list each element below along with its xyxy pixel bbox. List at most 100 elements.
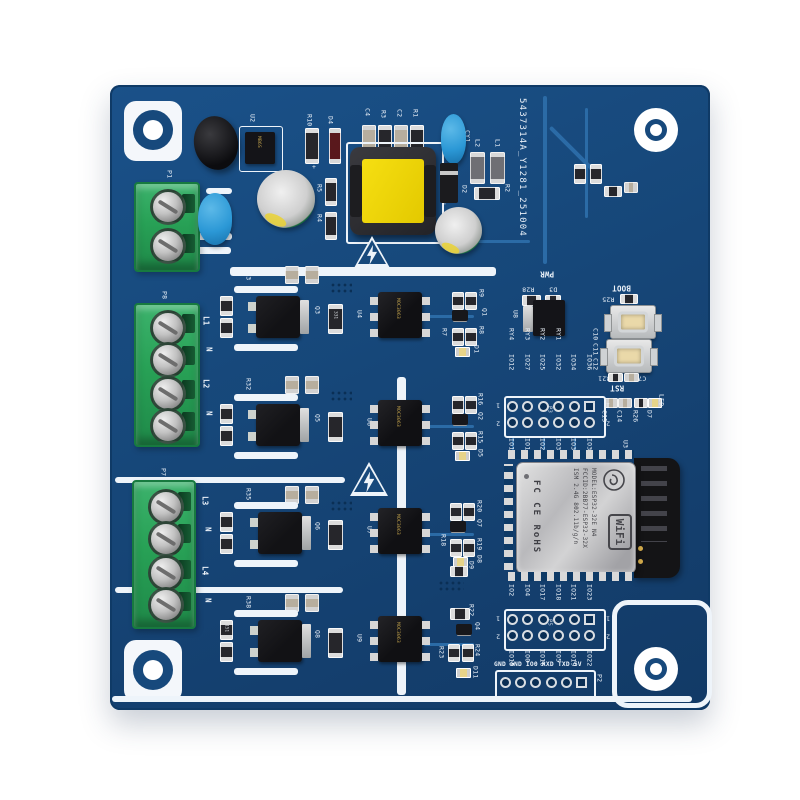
smd-resistor xyxy=(452,328,464,346)
smd-resistor xyxy=(463,539,475,557)
silkscreen-bar xyxy=(112,696,692,702)
via-dots xyxy=(330,390,352,402)
smd-resistor xyxy=(452,396,464,414)
l1-label: L1 xyxy=(493,139,502,148)
smd-resistor xyxy=(465,396,477,414)
triac-q6 xyxy=(250,512,311,554)
p5-top-label: IO18 xyxy=(554,584,563,601)
r20-label: R20 xyxy=(475,500,484,513)
terminal-screw xyxy=(150,189,186,225)
via-dots xyxy=(438,580,464,592)
boot-button xyxy=(604,305,662,339)
header-pin xyxy=(569,630,580,641)
wifi-logo-badge: WiFi xyxy=(608,514,632,550)
mounting-hole-top-right xyxy=(650,124,662,136)
copper-trace xyxy=(512,436,514,452)
p5-top-label: IO4 xyxy=(523,584,532,597)
l2-label: L2 xyxy=(473,139,482,148)
transformer-core-yellow xyxy=(362,159,424,223)
optocoupler-u9: MOC3063 xyxy=(370,616,430,662)
smd-capacitor xyxy=(285,376,299,394)
header-pin xyxy=(553,417,564,428)
u7-label: U7 xyxy=(366,526,374,534)
u2-marking: MB6S xyxy=(256,136,261,149)
p5-label: P5 xyxy=(546,619,553,627)
header-pin1 xyxy=(584,401,595,412)
electrolytic-capacitor xyxy=(435,207,482,254)
d1-label: D1 xyxy=(472,345,481,354)
p5-top-label: IO17 xyxy=(538,584,547,601)
copper-trace xyxy=(424,315,474,318)
terminal-screw xyxy=(148,555,184,591)
optocoupler-marking: MOC3063 xyxy=(395,406,400,428)
p3-top-label: IO25 xyxy=(538,354,547,371)
triac-q3 xyxy=(248,296,309,338)
copper-trace xyxy=(574,436,576,452)
terminal-screw xyxy=(148,489,184,525)
led-label: LED xyxy=(657,394,666,407)
module-antenna xyxy=(634,458,680,578)
smd-resistor xyxy=(220,512,233,532)
p2-header-outline xyxy=(495,670,596,699)
u2-outline xyxy=(239,126,283,172)
channel1-r-label: R13 xyxy=(244,268,253,281)
p3-top-label: IO32 xyxy=(554,354,563,371)
header-pin xyxy=(507,630,518,641)
header-pin xyxy=(500,677,511,688)
p5-row2-marker: 2 xyxy=(496,632,501,641)
pwr-label: PWR xyxy=(540,269,555,279)
resistor-marking: 331 xyxy=(332,311,338,320)
smd-resistor xyxy=(448,644,460,662)
smd-capacitor xyxy=(618,398,632,408)
smd-resistor xyxy=(220,426,233,446)
header-pin xyxy=(553,614,564,625)
certification-marks: FC CE RoHS xyxy=(531,480,541,555)
header-pin xyxy=(553,630,564,641)
header-pin xyxy=(522,401,533,412)
copper-trace xyxy=(424,425,474,428)
c12-label: C12 xyxy=(591,358,600,371)
p7-pin-label: L3 xyxy=(200,496,210,506)
p3-label: P3 xyxy=(546,406,553,414)
terminal-screw xyxy=(150,310,186,346)
optocoupler-u4: MOC3063 xyxy=(370,292,430,338)
p5-bottom-label: IO0 xyxy=(523,650,532,663)
optocoupler-u7: MOC3063 xyxy=(370,508,430,554)
transformer-clamp xyxy=(350,165,362,217)
voltage-regulator-u8 xyxy=(533,300,565,336)
header-pin xyxy=(538,417,549,428)
d2-label: D2 xyxy=(460,185,469,194)
ry4-label: RY4 xyxy=(507,328,516,341)
p3-top-label: IO12 xyxy=(507,354,516,371)
high-voltage-warning-icon xyxy=(350,462,388,496)
silkscreen-bar xyxy=(234,560,298,567)
silkscreen-bar xyxy=(234,668,298,675)
header-pin xyxy=(584,630,595,641)
smd-led xyxy=(455,451,470,461)
p7-pin-label: N xyxy=(203,598,213,603)
via-dots xyxy=(330,282,352,294)
silkscreen-bar xyxy=(115,477,345,483)
reset-button xyxy=(600,339,658,373)
r24-label: R24 xyxy=(473,644,482,657)
smd-resistor xyxy=(220,318,233,338)
p5-bottom-label: IO5 xyxy=(554,650,563,663)
header-pin xyxy=(546,677,557,688)
p3-bottom-label: IO13 xyxy=(507,438,516,455)
module-castellated-pads xyxy=(508,572,634,581)
regulator-tab xyxy=(523,306,533,332)
header-pin xyxy=(538,401,549,412)
c4-label: C4 xyxy=(363,108,372,117)
header-pin xyxy=(538,630,549,641)
smd-resistor xyxy=(620,294,638,304)
p3-row2-marker: 2 xyxy=(606,419,611,428)
silkscreen-bar xyxy=(206,188,232,194)
r19-label: R19 xyxy=(475,538,484,551)
p3-row1-marker: 1 xyxy=(606,401,611,410)
r8-label: R8 xyxy=(477,326,486,335)
polarity-plus: + xyxy=(443,199,448,207)
header-pin xyxy=(507,401,518,412)
header-pin xyxy=(507,614,518,625)
smd-resistor xyxy=(220,534,233,554)
smd-resistor xyxy=(305,128,319,164)
